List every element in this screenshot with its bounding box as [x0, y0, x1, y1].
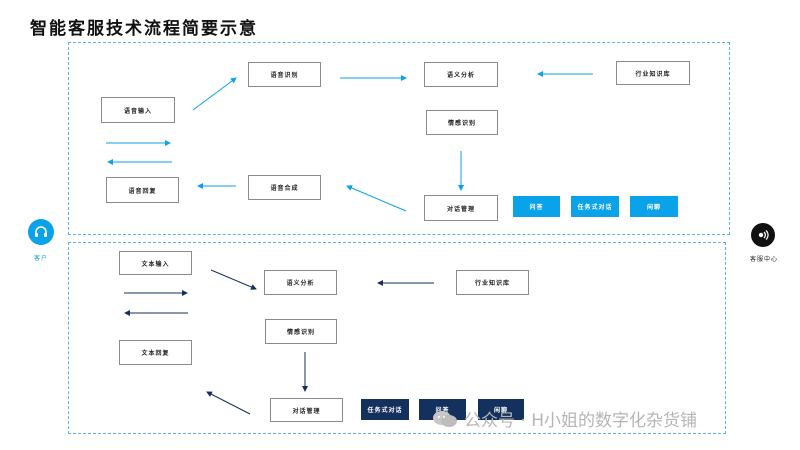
arrow-text-input-to-semantic — [210, 269, 257, 290]
emotion-recognition-box: 情感识别 — [426, 110, 498, 135]
text-dialog-management-box: 对话管理 — [270, 398, 343, 422]
watermark-text: 公众号 · H小姐的数字化杂货铺 — [464, 411, 697, 431]
dialog-management-box: 对话管理 — [424, 195, 498, 221]
arrow-text-dialog-to-reply — [206, 391, 251, 415]
watermark: 公众号 · H小姐的数字化杂货铺 — [432, 406, 697, 431]
text-input-box: 文本输入 — [119, 251, 192, 275]
service-center-label: 客服中心 — [749, 256, 778, 263]
speech-synthesis-box: 语音合成 — [248, 175, 321, 200]
arrow-dialog-to-synthesis — [346, 185, 407, 212]
speech-input-box: 语音输入 — [101, 97, 175, 123]
page-title: 智能客服技术流程简要示意 — [30, 19, 258, 39]
text-channel-panel — [68, 242, 726, 434]
semantic-analysis-box: 语义分析 — [424, 62, 498, 87]
voice-tag-qa: 问答 — [513, 196, 560, 217]
text-tag-chitchat: 闲聊 — [478, 399, 524, 420]
voice-channel-panel — [68, 42, 730, 235]
customer-headset-icon — [28, 219, 54, 245]
voice-reply-box: 语音回复 — [106, 177, 179, 203]
text-semantic-analysis-box: 语义分析 — [264, 270, 337, 295]
voice-tag-task-dialog: 任务式对话 — [571, 196, 619, 217]
text-industry-kb-box: 行业知识库 — [456, 270, 529, 295]
arrow-input-to-recognition — [192, 77, 237, 111]
text-tag-task-dialog: 任务式对话 — [361, 399, 409, 420]
speech-recognition-box: 语音识别 — [248, 62, 321, 87]
text-reply-box: 文本回复 — [119, 340, 192, 365]
text-tag-qa: 问答 — [419, 399, 466, 420]
customer-label: 客户 — [33, 255, 48, 262]
service-center-icon — [751, 223, 775, 247]
text-emotion-recognition-box: 情感识别 — [265, 319, 337, 344]
industry-kb-box: 行业知识库 — [616, 61, 690, 85]
voice-tag-chitchat: 闲聊 — [630, 196, 678, 217]
wechat-icon — [432, 410, 458, 428]
